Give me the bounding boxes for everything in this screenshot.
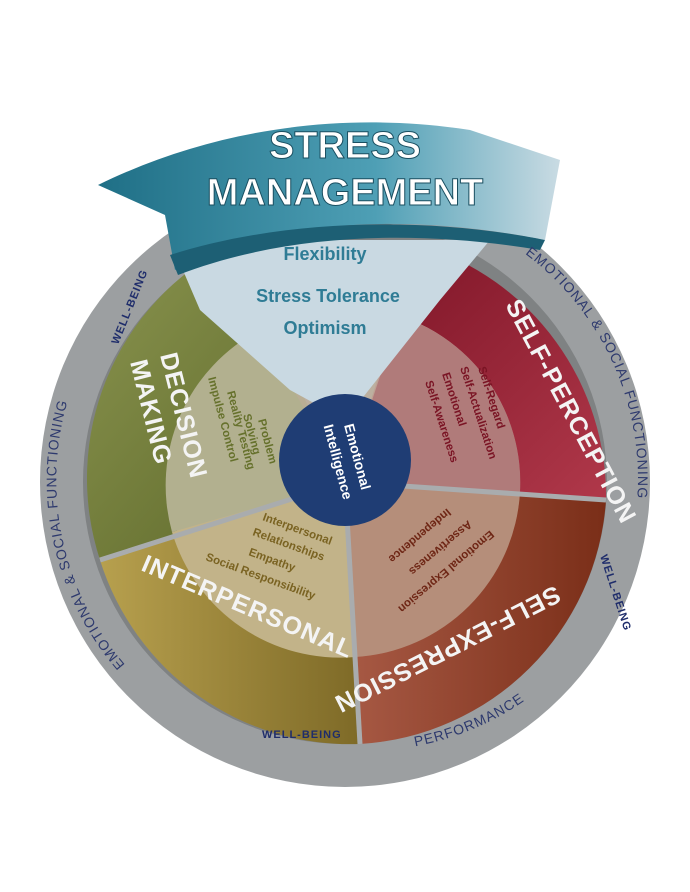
stress-management-title-line2: MANAGEMENT bbox=[207, 172, 484, 214]
self-expression-subring bbox=[345, 482, 520, 657]
stress-management-banner-fold bbox=[170, 224, 545, 275]
stress-management-wedge[interactable] bbox=[170, 240, 490, 420]
stress-management-item: Flexibility bbox=[283, 244, 366, 264]
core-circle[interactable] bbox=[279, 394, 411, 526]
stress-management-banner[interactable] bbox=[98, 122, 560, 270]
interpersonal-subring bbox=[172, 482, 355, 658]
stress-management-item: Stress Tolerance bbox=[256, 286, 400, 306]
well-being-bottom: WELL-BEING bbox=[262, 729, 342, 741]
stress-management-title-line1: STRESS bbox=[269, 125, 421, 167]
stress-management-item: Optimism bbox=[283, 318, 366, 338]
